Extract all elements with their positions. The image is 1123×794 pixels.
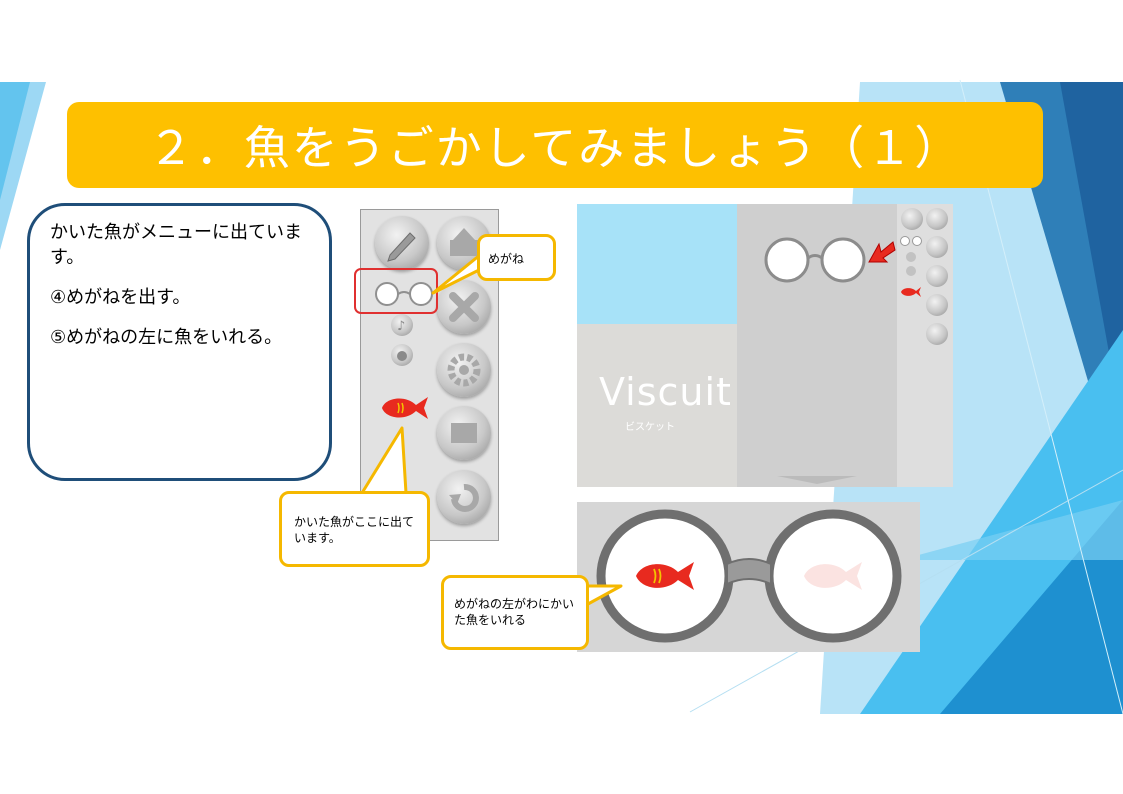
- settings-button[interactable]: [437, 343, 491, 397]
- callout-glasses-left: めがねの左がわにかいた魚をいれる: [441, 575, 589, 650]
- collapse-arrow[interactable]: [777, 474, 857, 486]
- window-button[interactable]: [437, 406, 491, 460]
- share-icon: [450, 228, 478, 256]
- viscuit-logo: Viscuit: [599, 370, 732, 414]
- page-title: ２．魚をうごかしてみましょう（１）: [147, 121, 963, 175]
- instruction-line: かいた魚がメニューに出ています。: [50, 222, 302, 268]
- glasses-zoom: [577, 502, 920, 652]
- stage-area: [737, 204, 897, 487]
- window-icon: [451, 423, 477, 443]
- callout-fish-menu: かいた魚がここに出ています。: [279, 491, 430, 567]
- glasses-icon[interactable]: [371, 280, 439, 308]
- glasses-icon: [764, 237, 866, 283]
- viscuit-screen: Viscuit ビスケット: [577, 204, 953, 487]
- close-icon: [449, 292, 479, 322]
- fish-icon: [636, 562, 694, 590]
- pencil-button[interactable]: [375, 216, 429, 270]
- close-button[interactable]: [926, 236, 948, 258]
- callout-text: かいた魚がここに出ています。: [294, 515, 415, 545]
- instruction-line: ⑤めがねの左に魚をいれる。: [50, 327, 283, 348]
- glasses-icon: [596, 509, 902, 643]
- music-button[interactable]: ♪: [391, 314, 413, 336]
- window-button[interactable]: [926, 294, 948, 316]
- glasses-icon[interactable]: [900, 235, 924, 247]
- hand-icon: [397, 351, 407, 361]
- pencil-icon: [387, 232, 416, 262]
- gear-icon: [447, 353, 481, 387]
- instruction-line: ④めがねを出す。: [50, 287, 191, 308]
- callout-pointer: [360, 426, 408, 495]
- fish-icon[interactable]: [900, 286, 922, 298]
- callout-text: めがね: [488, 252, 525, 266]
- viscuit-logo-sub: ビスケット: [625, 422, 675, 433]
- fish-ghost-icon: [804, 562, 862, 590]
- svg-text:♪: ♪: [397, 319, 405, 334]
- callout-text: めがねの左がわにかいた魚をいれる: [454, 597, 575, 627]
- pencil-button[interactable]: [901, 208, 923, 230]
- music-note-icon: ♪: [397, 319, 405, 334]
- music-note-icon[interactable]: [905, 251, 917, 263]
- fish-icon[interactable]: [378, 393, 432, 423]
- hand-icon[interactable]: [905, 265, 917, 277]
- blue-panel: [577, 204, 737, 324]
- hand-button[interactable]: [391, 344, 413, 366]
- share-button[interactable]: [926, 208, 948, 230]
- undo-icon: [449, 483, 479, 512]
- instruction-box: かいた魚がメニューに出ています。 ④めがねを出す。 ⑤めがねの左に魚をいれる。: [27, 203, 332, 481]
- undo-button[interactable]: [926, 323, 948, 345]
- mini-menu: [897, 204, 953, 487]
- settings-button[interactable]: [926, 265, 948, 287]
- red-arrow-icon: [868, 241, 896, 263]
- close-button[interactable]: [437, 280, 491, 334]
- title-bar: ２．魚をうごかしてみましょう（１）: [67, 102, 1043, 188]
- undo-button[interactable]: [437, 470, 491, 524]
- callout-glasses: めがね: [477, 234, 556, 281]
